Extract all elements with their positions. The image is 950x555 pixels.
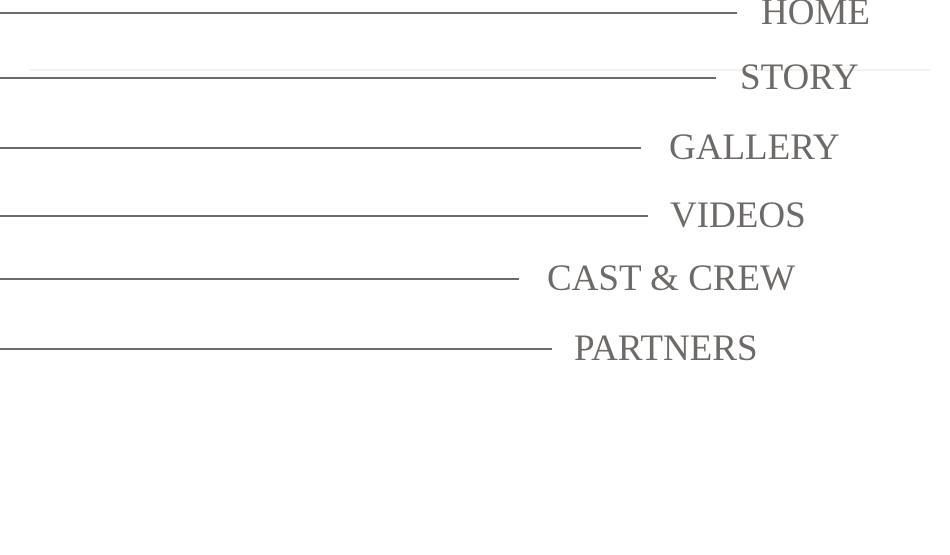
- divider: [30, 69, 930, 71]
- nav-label: VIDEOS: [670, 195, 806, 236]
- nav-label: PARTNERS: [574, 328, 758, 369]
- nav-item-videos[interactable]: VIDEOS: [0, 196, 810, 236]
- nav-line: [0, 12, 737, 14]
- nav-item-gallery[interactable]: GALLERY: [0, 128, 840, 168]
- nav-item-cast-crew[interactable]: CAST & CREW: [0, 259, 795, 299]
- nav-item-home[interactable]: HOME: [0, 0, 880, 33]
- nav-label: CAST & CREW: [547, 258, 796, 299]
- nav-line: [0, 147, 641, 149]
- nav-line: [0, 215, 648, 217]
- nav-line: [0, 278, 519, 280]
- nav-label: GALLERY: [669, 127, 840, 168]
- nav-item-story[interactable]: STORY: [0, 58, 860, 98]
- nav-line: [0, 348, 552, 350]
- nav-label: STORY: [740, 57, 859, 98]
- nav-line: [0, 77, 716, 79]
- nav-label: HOME: [761, 0, 870, 33]
- nav-item-partners[interactable]: PARTNERS: [0, 329, 760, 369]
